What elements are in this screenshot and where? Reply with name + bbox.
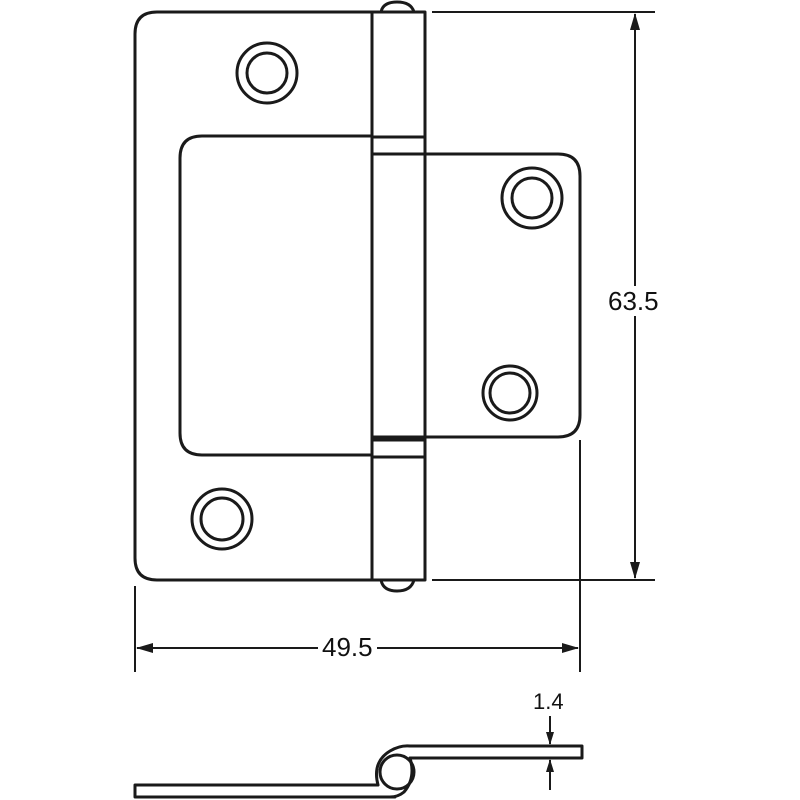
arrow-down-icon: [546, 732, 554, 745]
knuckle-barrel: [370, 10, 427, 582]
mounting-hole-top-right: [500, 166, 564, 230]
side-view: [133, 744, 584, 799]
right-leaf-outline: [370, 152, 582, 439]
front-view: [133, 0, 582, 593]
dimension-label-width: 49.5: [318, 634, 377, 660]
arrow-up-icon: [630, 13, 640, 30]
mounting-hole-top-left: [235, 41, 299, 105]
mounting-hole-bottom-right: [481, 364, 539, 422]
top-plate: [408, 744, 584, 760]
mounting-hole-bottom-left: [190, 487, 254, 551]
bottom-plate: [133, 783, 397, 799]
dimension-label-height: 63.5: [608, 286, 659, 316]
outer-leaf-outline: [133, 10, 374, 582]
dimension-label-thickness: 1.4: [533, 689, 564, 714]
knuckle-curl-inner: [388, 756, 414, 799]
pin-cap-bottom: [379, 578, 416, 593]
dimension-thickness: [546, 716, 554, 790]
arrow-up-icon: [546, 759, 554, 772]
arrow-right-icon: [562, 643, 579, 653]
knuckle-curl: [375, 744, 412, 787]
arrow-down-icon: [630, 562, 640, 579]
arrow-left-icon: [136, 643, 153, 653]
knuckle-pin: [378, 753, 416, 791]
pin-cap-top: [379, 0, 416, 14]
leaf-cutout: [178, 134, 374, 457]
